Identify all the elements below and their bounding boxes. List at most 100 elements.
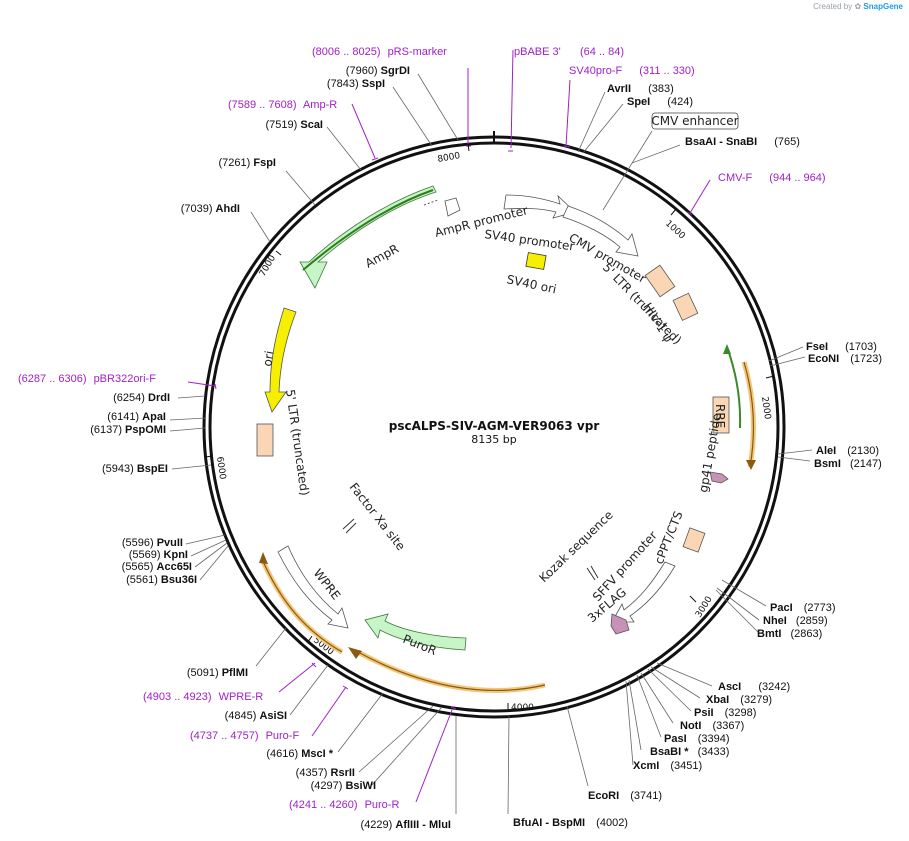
site-asisi: (4845) AsiSI <box>225 710 287 722</box>
primer-puro-f: (4737 .. 4757) Puro-F <box>190 730 299 742</box>
tick-8000: 8000 <box>437 151 462 165</box>
hiv1-psi-box <box>672 292 699 321</box>
cmv-enhancer-label: CMV enhancer <box>651 114 738 128</box>
kozak-mark-2 <box>590 565 599 579</box>
kozak-mark <box>586 567 596 581</box>
primer-pbabe3-range: (64 .. 84) <box>580 46 624 58</box>
site-pasi: PasI (3394) <box>664 733 730 745</box>
site-aflii-mlui: (4229) AflIII - MluI <box>361 819 451 831</box>
site-asci: AscI (3242) <box>718 681 790 693</box>
site-fsei: FseI (1703) <box>806 341 877 353</box>
site-sgrdi: (7960) SgrDI <box>346 65 410 77</box>
ampr-label: AmpR <box>363 241 401 270</box>
site-scai: (7519) ScaI <box>266 119 324 131</box>
kozak-label: Kozak sequence <box>536 508 615 585</box>
tick-4000: 4000 <box>511 703 534 713</box>
primer-pbr322ori-f: (6287 .. 6306) pBR322ori-F <box>18 373 156 385</box>
rre-green-arc <box>726 346 742 429</box>
site-fspi: (7261) FspI <box>219 157 276 169</box>
site-pflmi: (5091) PflMI <box>187 667 248 679</box>
credit-brand: SnapGene <box>863 2 903 11</box>
plasmid-length: 8135 bp <box>471 433 516 446</box>
ori-label: ori <box>260 350 276 368</box>
tick-1000: 1000 <box>663 219 687 242</box>
rre-label: RRE <box>713 404 727 428</box>
site-avrii: AvrII (383) <box>607 83 674 95</box>
site-bfuai: BfuAI - BspMI (4002) <box>513 817 628 829</box>
sv40-ori-box <box>525 252 547 270</box>
factorxa-mark-2 <box>345 522 357 534</box>
leader-lines <box>169 73 813 815</box>
gp41-shape <box>709 471 729 484</box>
sv40-ori-label: SV40 ori <box>505 272 557 296</box>
primer-cmv-f: CMV-F (944 .. 964) <box>718 172 826 184</box>
bottom-orange-arrowhead <box>348 647 362 659</box>
site-ecori: EcoRI (3741) <box>588 790 662 802</box>
ltr5-left-label: 5' LTR (truncated) <box>283 388 312 496</box>
site-pspomi: (6137) PspOMI <box>90 424 166 436</box>
site-apai: (6141) ApaI <box>107 411 166 423</box>
minor-ticks <box>204 143 775 711</box>
wpre-arrow <box>277 545 349 629</box>
ltr5-top-box <box>644 264 676 298</box>
site-alei: AleI (2130) <box>816 445 879 457</box>
ampr-feature <box>299 185 437 289</box>
plasmid-name: pscALPS-SIV-AGM-VER9063 vpr <box>389 419 600 433</box>
snapgene-credit: Created by ✿ SnapGene <box>813 2 903 11</box>
primer-puro-r: (4241 .. 4260) Puro-R <box>289 799 399 811</box>
bottom-orange-core <box>357 651 546 692</box>
primer-wpre-r: (4903 .. 4923) WPRE-R <box>143 691 263 703</box>
site-nhei: NheI (2859) <box>763 615 828 627</box>
left-orange-arrowhead <box>259 552 268 564</box>
site-paci: PacI (2773) <box>770 602 836 614</box>
site-kpni: (5569) KpnI <box>129 549 188 561</box>
site-rsrii: (4357) RsrII <box>296 767 355 779</box>
site-spei: SpeI (424) <box>627 96 693 108</box>
cppt-box <box>682 527 706 553</box>
site-psii: PsiI (3298) <box>694 707 756 719</box>
flag-shape <box>610 613 630 635</box>
site-noti: NotI (3367) <box>680 720 744 732</box>
site-bspei: (5943) BspEI <box>102 463 168 475</box>
cmv-promoter-feature <box>562 205 639 257</box>
site-bsu36i: (5561) Bsu36I <box>126 574 197 586</box>
site-bsabi: BsaBI * (3433) <box>650 746 729 758</box>
bottom-orange-arc <box>356 649 546 693</box>
site-msci: (4616) MscI * <box>266 748 333 760</box>
site-bsiwi: (4297) BsiWI <box>311 780 376 792</box>
site-drdi: (6254) DrdI <box>113 392 170 404</box>
rre-orange-core <box>743 361 754 468</box>
primer-amp-r: (7589 .. 7608) Amp-R <box>228 99 337 111</box>
sv40-promoter-label: SV40 promoter <box>484 227 576 253</box>
rre-box <box>712 396 730 434</box>
snapgene-logo-icon: ✿ <box>854 2 862 11</box>
credit-text: Created by <box>813 2 853 11</box>
site-xcmi: XcmI (3451) <box>633 760 702 772</box>
site-ahdi: (7039) AhdI <box>181 203 240 215</box>
ltr5-left-box <box>256 423 274 457</box>
site-bsmi: BsmI (2147) <box>814 458 882 470</box>
rre-orange-arrowhead <box>746 460 756 470</box>
cmv-enhancer-box <box>651 112 739 130</box>
site-acc65i: (5565) Acc65I <box>122 561 192 573</box>
site-econi: EcoNI (1723) <box>808 353 882 365</box>
tick-6000: 6000 <box>214 456 227 480</box>
site-xbai: XbaI (3279) <box>706 694 772 706</box>
primer-lines <box>187 49 711 803</box>
primer-sv40pro-f: SV40pro-F (311 .. 330) <box>569 65 695 77</box>
left-orange-core <box>261 558 343 653</box>
ori-arrow <box>264 307 297 413</box>
primer-pbabe3: pBABE 3' <box>514 46 561 58</box>
site-pvuii: (5596) PvuII <box>122 537 183 549</box>
tick-2000: 2000 <box>759 396 772 420</box>
rre-green-arrowhead <box>723 344 731 354</box>
factorxa-mark <box>342 518 355 530</box>
site-sspi: (7843) SspI <box>327 78 385 90</box>
primer-prs-marker: (8006 .. 8025) pRS-marker <box>312 46 447 58</box>
site-bsaai-snabi: BsaAI - SnaBI (765) <box>685 136 800 148</box>
factorxa-label: Factor Xa site <box>347 480 408 553</box>
site-bmti: BmtI (2863) <box>757 628 822 640</box>
ampr-promoter-feature <box>423 197 461 217</box>
puror-arrow <box>364 613 467 651</box>
